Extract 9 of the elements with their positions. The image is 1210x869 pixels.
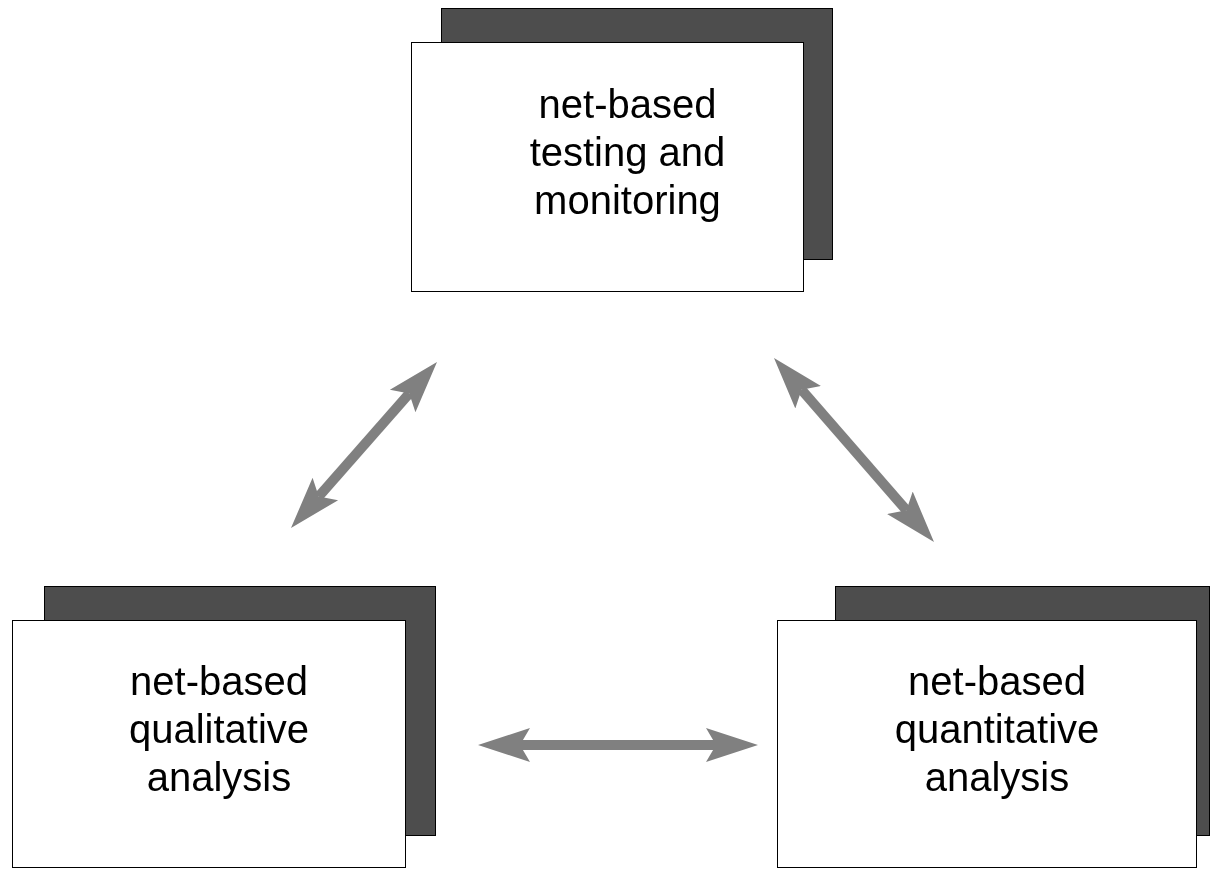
box-label: net-based testing and monitoring xyxy=(528,81,727,224)
double-arrow xyxy=(291,362,437,528)
box-label: net-based quantitative analysis xyxy=(893,658,1101,801)
box-label: net-based qualitative analysis xyxy=(127,658,311,801)
double-arrow xyxy=(478,728,758,762)
process-box xyxy=(12,620,406,868)
process-box xyxy=(411,42,804,292)
double-arrow xyxy=(774,358,934,542)
process-box xyxy=(777,620,1197,868)
